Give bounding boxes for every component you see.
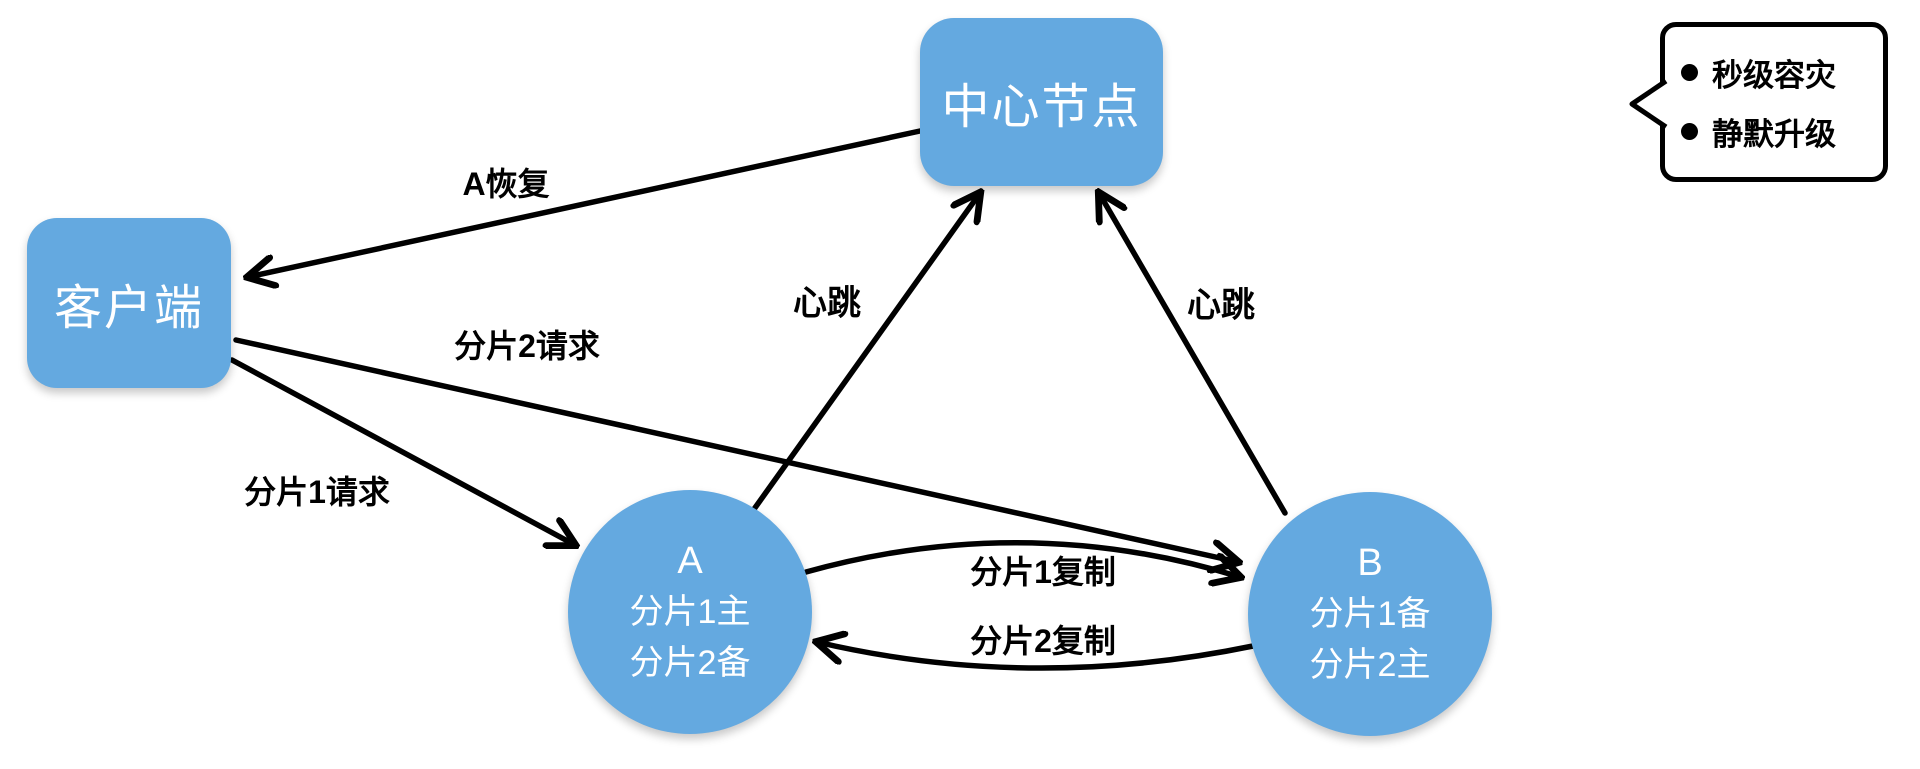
callout-item-silent-upgrade: 静默升级 [1681, 109, 1883, 154]
edge-shard2-replicate [817, 642, 1256, 671]
node-a-name: A [677, 540, 703, 582]
bullet-icon [1681, 123, 1698, 140]
bullet-icon [1681, 64, 1698, 81]
node-central: 中心节点 [920, 18, 1163, 186]
node-b-shard1-role: 分片1备 [1309, 595, 1431, 633]
edge-label-heartbeat-a: 心跳 [793, 284, 861, 323]
node-central-label: 中心节点 [941, 81, 1142, 134]
edge-heartbeat-a [749, 193, 980, 515]
edge-label-shard1-request: 分片1请求 [244, 474, 390, 510]
edge-shard1-request [229, 357, 575, 545]
node-client-label: 客户端 [53, 282, 204, 335]
callout-item-disaster-recovery: 秒级容灾 [1681, 50, 1883, 95]
edge-heartbeat-b [1099, 193, 1288, 516]
node-a: A 分片1主 分片2备 [568, 490, 812, 734]
node-a-shard1-role: 分片1主 [629, 593, 751, 631]
edge-label-shard1-replicate: 分片1复制 [970, 554, 1116, 590]
callout-text-silent-upgrade: 静默升级 [1712, 117, 1836, 152]
node-b-name: B [1357, 542, 1383, 584]
node-b-shard2-role: 分片2主 [1309, 646, 1431, 684]
edge-shard1-replicate [803, 540, 1240, 577]
node-a-shard2-role: 分片2备 [629, 644, 751, 682]
edge-label-shard2-replicate: 分片2复制 [970, 623, 1116, 659]
edge-label-heartbeat-b: 心跳 [1187, 286, 1255, 325]
callout-tail-pointer [1629, 78, 1668, 130]
edge-a-recover [248, 128, 923, 277]
edge-shard2-request [233, 337, 1238, 562]
node-b: B 分片1备 分片2主 [1248, 492, 1492, 736]
feature-callout: 秒级容灾 静默升级 [1660, 22, 1888, 182]
edge-label-a-recover: A恢复 [462, 166, 550, 202]
callout-text-disaster-recovery: 秒级容灾 [1712, 58, 1836, 93]
edge-label-shard2-request: 分片2请求 [454, 328, 600, 364]
node-client: 客户端 [27, 218, 231, 388]
